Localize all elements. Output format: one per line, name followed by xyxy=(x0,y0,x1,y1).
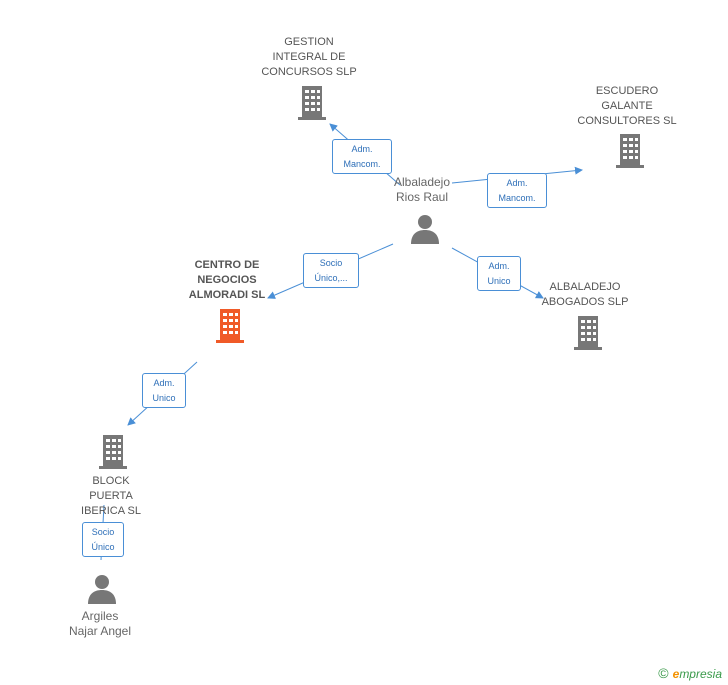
brand-name: mpresia xyxy=(679,667,722,681)
edge-label-e1[interactable]: Adm. Mancom. xyxy=(332,139,392,174)
person-icon[interactable] xyxy=(410,214,440,244)
node-label-centro: CENTRO DE NEGOCIOS ALMORADI SL xyxy=(188,259,266,301)
brand-first-letter: e xyxy=(672,667,680,681)
edge-label-e6[interactable]: Socio Único xyxy=(82,522,124,557)
building-icon[interactable] xyxy=(614,134,646,168)
building-icon[interactable] xyxy=(296,86,328,120)
edge-label-e3[interactable]: Socio Único,... xyxy=(303,253,359,288)
person-icon[interactable] xyxy=(87,574,117,604)
node-label-gestion: GESTION INTEGRAL DE CONCURSOS SLP xyxy=(261,36,357,78)
edge-label-e2[interactable]: Adm. Mancom. xyxy=(487,173,547,208)
node-label-argiles: Argiles Najar Angel xyxy=(68,609,132,638)
edge-label-e4[interactable]: Adm. Unico xyxy=(142,373,186,408)
building-icon[interactable] xyxy=(214,309,246,343)
node-label-albaladejo-abogados: ALBALADEJO ABOGADOS SLP xyxy=(541,281,629,308)
copyright-symbol: © xyxy=(658,665,669,681)
node-label-escudero: ESCUDERO GALANTE CONSULTORES SL xyxy=(577,85,677,127)
building-icon[interactable] xyxy=(97,435,129,469)
footer-brand[interactable]: ©empresia xyxy=(658,665,722,681)
building-icon[interactable] xyxy=(572,316,604,350)
edge-label-e5[interactable]: Adm. Unico xyxy=(477,256,521,291)
node-label-albaladejo-person: Albaladejo Rios Raul xyxy=(393,175,451,204)
node-label-block: BLOCK PUERTA IBERICA SL xyxy=(81,475,141,517)
